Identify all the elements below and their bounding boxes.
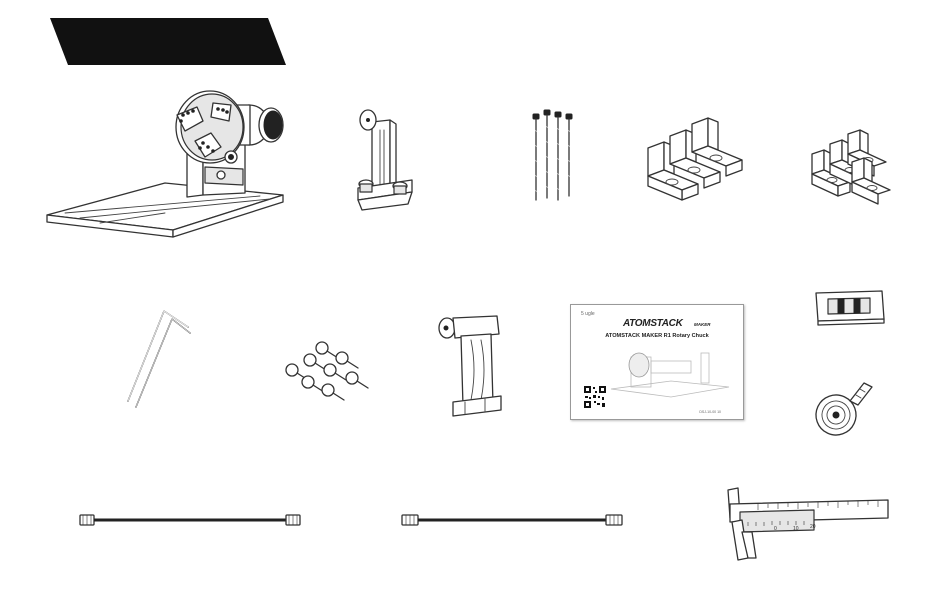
user-manual-card: 5 ugle ATOMSTACK MAKER ATOMSTACK MAKER R… bbox=[570, 304, 744, 420]
manual-header-text: 5 ugle bbox=[581, 311, 595, 317]
l-block-set-illustration-2 bbox=[806, 110, 906, 210]
l-block-set-illustration bbox=[638, 108, 748, 208]
long-screws-illustration bbox=[520, 100, 580, 210]
manual-title: ATOMSTACK MAKER R1 Rotary Chuck bbox=[571, 333, 743, 339]
caliper-mark-10: 10 bbox=[793, 526, 799, 532]
cable-illustration-2 bbox=[400, 510, 625, 530]
spirit-level-illustration bbox=[808, 285, 888, 330]
cable-illustration bbox=[78, 510, 303, 530]
manual-brand-logo: ATOMSTACK bbox=[623, 318, 683, 329]
tape-measure-illustration bbox=[810, 375, 880, 440]
caliper-mark-20: 20 bbox=[810, 524, 816, 530]
qr-code-icon bbox=[583, 385, 607, 409]
support-bracket-illustration bbox=[350, 100, 420, 215]
manual-brand-sub: MAKER bbox=[694, 322, 711, 327]
page-number bbox=[455, 600, 495, 614]
rotary-chuck-illustration bbox=[45, 85, 285, 240]
section-title-banner bbox=[50, 18, 286, 65]
support-roller-illustration bbox=[435, 310, 510, 420]
short-screws-illustration bbox=[280, 340, 375, 405]
manual-footer-text: DSJ-10-00 10 bbox=[699, 410, 721, 414]
hex-keys-illustration bbox=[120, 305, 200, 415]
manual-product-image bbox=[601, 343, 731, 398]
vernier-caliper-illustration: 0 10 20 bbox=[718, 486, 890, 566]
caliper-mark-0: 0 bbox=[774, 526, 777, 532]
